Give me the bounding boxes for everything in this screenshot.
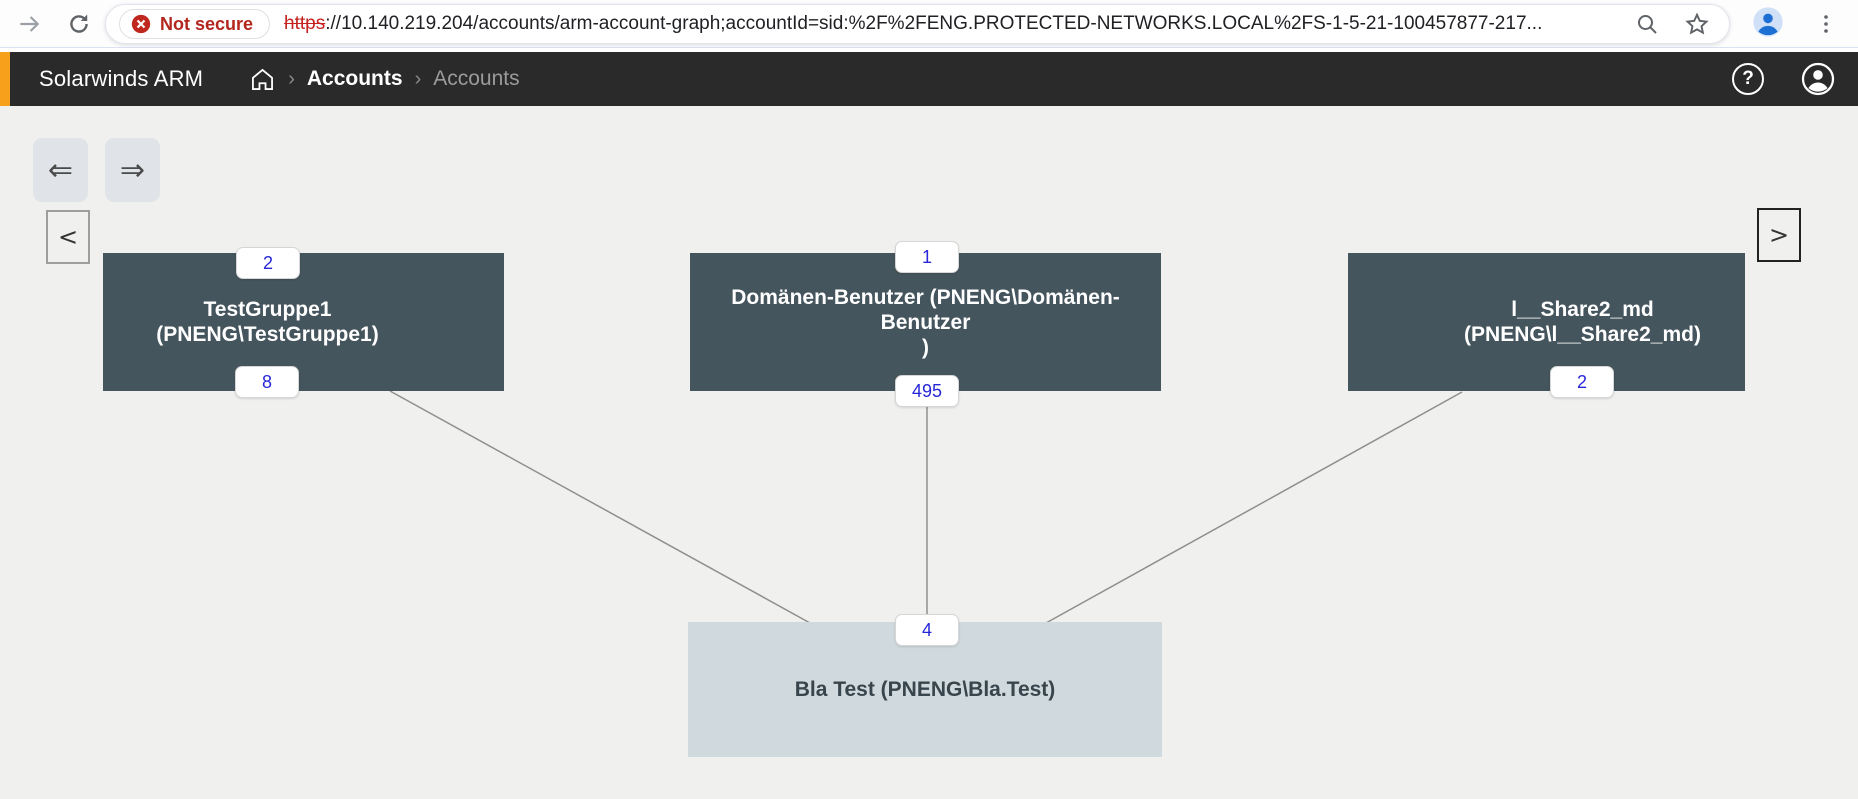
breadcrumb-accounts-current: Accounts xyxy=(433,67,520,90)
breadcrumb-separator: › xyxy=(288,67,295,90)
history-forward-button[interactable]: ⇒ xyxy=(105,138,160,202)
breadcrumb-separator: › xyxy=(414,67,422,90)
node-label: Bla Test (PNENG\Bla.Test) xyxy=(794,678,1056,701)
graph-node-domaenen-benutzer[interactable]: Domänen-Benutzer (PNENG\Domänen-Benutzer… xyxy=(690,253,1161,391)
left-chevron-icon: < xyxy=(57,223,79,251)
badge-parents-count[interactable]: 1 xyxy=(895,241,959,273)
history-back-button[interactable]: ⇐ xyxy=(33,138,88,202)
double-right-arrow-icon: ⇒ xyxy=(119,152,146,188)
pan-left-button[interactable]: < xyxy=(46,210,90,264)
browser-toolbar: Not secure https://10.140.219.204/accoun… xyxy=(0,0,1858,48)
graph-edge xyxy=(1045,391,1463,624)
node-label-line: ) xyxy=(922,335,929,359)
graph-edge xyxy=(389,390,811,624)
badge-parents-count[interactable]: 2 xyxy=(236,247,300,279)
url-text: https://10.140.219.204/accounts/arm-acco… xyxy=(284,13,1574,35)
breadcrumb-accounts[interactable]: Accounts xyxy=(306,67,403,90)
graph-node-l-share2-md[interactable]: l__Share2_md (PNENG\l__Share2_md) xyxy=(1348,253,1745,391)
graph-node-testgruppe1[interactable]: TestGruppe1 (PNENG\TestGruppe1) xyxy=(103,253,504,391)
badge-members-count[interactable]: 495 xyxy=(895,375,959,407)
reload-icon[interactable] xyxy=(63,8,95,40)
not-secure-icon xyxy=(131,14,151,34)
node-label-line: Domänen-Benutzer (PNENG\Domänen-Benutzer xyxy=(731,285,1120,334)
help-glyph: ? xyxy=(1742,68,1754,89)
forward-arrow-icon[interactable] xyxy=(13,8,45,40)
zoom-magnifier-icon[interactable] xyxy=(1631,8,1663,40)
right-chevron-icon: > xyxy=(1768,221,1790,249)
node-label: TestGruppe1 (PNENG\TestGruppe1) xyxy=(156,298,379,346)
badge-members-count[interactable]: 2 xyxy=(1550,366,1614,398)
double-left-arrow-icon: ⇐ xyxy=(47,152,74,188)
bookmark-star-icon[interactable] xyxy=(1681,8,1713,40)
app-title: Solarwinds ARM xyxy=(39,66,204,91)
brand-orange-stripe xyxy=(0,52,10,106)
profile-avatar-icon[interactable] xyxy=(1752,6,1784,38)
help-icon[interactable]: ? xyxy=(1732,63,1764,95)
url-rest: ://10.140.219.204/accounts/arm-account-g… xyxy=(325,13,1543,34)
home-icon[interactable] xyxy=(249,66,276,93)
url-scheme: https xyxy=(284,13,326,34)
account-icon[interactable] xyxy=(1800,61,1836,97)
app-header: Solarwinds ARM › Accounts › Accounts ? xyxy=(0,52,1858,106)
pan-right-button[interactable]: > xyxy=(1757,208,1801,262)
account-graph-canvas[interactable]: ⇐ ⇒ < > TestGruppe1 (PNENG\TestGruppe1) … xyxy=(0,106,1858,799)
badge-members-count[interactable]: 8 xyxy=(235,366,299,398)
security-chip[interactable]: Not secure xyxy=(119,9,271,39)
badge-parents-count[interactable]: 4 xyxy=(895,614,959,646)
node-label: l__Share2_md (PNENG\l__Share2_md) xyxy=(1464,298,1701,346)
url-bar[interactable]: Not secure https://10.140.219.204/accoun… xyxy=(105,4,1730,44)
security-chip-label: Not secure xyxy=(160,13,254,34)
three-dots-menu-icon[interactable] xyxy=(1810,8,1842,40)
graph-edges xyxy=(389,390,1463,624)
